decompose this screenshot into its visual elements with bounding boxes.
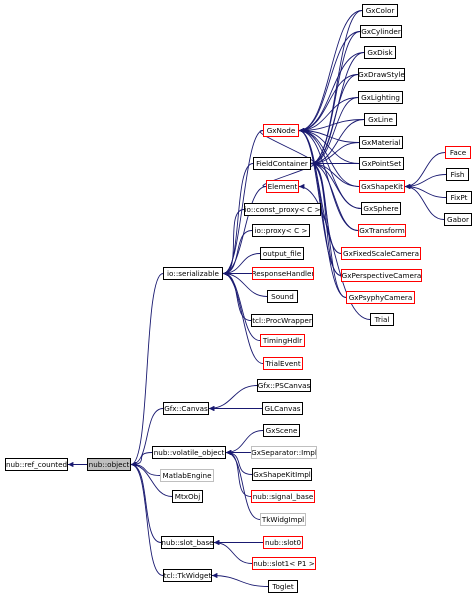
edge-tkwidgimpl-to-nub-volatile-object — [225, 449, 261, 520]
edge-gxcolor-to-gxnode — [298, 10, 363, 134]
edge-fish-to-gxshapekit — [404, 174, 447, 190]
class-node-gxnode[interactable]: GxNode — [263, 124, 299, 137]
class-node-io-serializable[interactable]: io::serializable — [163, 267, 223, 280]
edge-nub-slot-base-to-nub-object — [130, 461, 162, 543]
class-node-gxfixedscalecamera[interactable]: GxFixedScaleCamera — [341, 247, 421, 260]
edge-nub-slot1-to-nub-slot-base — [213, 539, 253, 564]
class-node-tkwidgimpl[interactable]: TkWidgImpl — [260, 513, 306, 526]
class-node-io-proxy[interactable]: io::proxy< C > — [252, 224, 310, 237]
edge-gxdrawstyle-to-fieldcontainer — [310, 74, 359, 167]
edge-gxshapekit-to-fieldcontainer — [310, 160, 360, 187]
edge-gxcylinder-to-fieldcontainer — [310, 31, 361, 167]
class-node-gxcolor[interactable]: GxColor — [362, 4, 398, 17]
class-node-fish[interactable]: Fish — [446, 168, 469, 181]
edge-nub-volatile-object-to-nub-object — [130, 452, 153, 468]
class-node-gxdisk[interactable]: GxDisk — [364, 46, 396, 59]
class-node-gxline[interactable]: GxLine — [364, 113, 397, 126]
class-node-output-file[interactable]: output_file — [260, 247, 304, 260]
edge-gxshapekitimpl-to-nub-volatile-object — [225, 449, 253, 475]
class-node-fieldcontainer[interactable]: FieldContainer — [253, 157, 311, 170]
edge-gxnode-to-io-serializable — [222, 130, 264, 277]
edge-gxtransform-to-fieldcontainer — [310, 160, 359, 231]
edge-gxcylinder-to-gxnode — [298, 31, 361, 134]
class-node-gxperspectivecamera[interactable]: GxPerspectiveCamera — [341, 269, 422, 282]
edge-gxsphere-to-fieldcontainer — [310, 160, 362, 209]
class-node-timinghdlr[interactable]: TimingHdlr — [260, 334, 305, 347]
edge-fixpt-to-gxshapekit — [404, 183, 447, 198]
edge-gxperspectivecamera-to-fieldcontainer — [310, 160, 342, 276]
edge-face-to-gxshapekit — [404, 152, 446, 190]
edge-io-serializable-to-nub-object — [130, 273, 164, 468]
class-node-nub-slot-base[interactable]: nub::slot_base — [161, 536, 214, 549]
edge-gxline-to-gxnode — [298, 119, 365, 134]
edge-fieldcontainer-to-io-serializable — [222, 163, 254, 277]
class-node-trial[interactable]: Trial — [370, 313, 394, 326]
edge-gfx-pscanvas-to-gfx-canvas — [208, 385, 258, 412]
edge-matlab-engine-to-nub-object — [130, 461, 161, 476]
class-node-gxlighting[interactable]: GxLighting — [358, 91, 403, 104]
edge-timinghdlr-to-io-serializable — [222, 270, 261, 341]
class-node-tcl-procwrapper[interactable]: tcl::ProcWrapper — [251, 314, 313, 327]
class-node-gxmaterial[interactable]: GxMaterial — [359, 136, 403, 149]
class-node-gxpsyphycamera[interactable]: GxPsyphyCamera — [346, 291, 415, 304]
class-node-glcanvas[interactable]: GLCanvas — [262, 402, 303, 415]
class-node-nub-ref-counted[interactable]: nub::ref_counted — [5, 458, 68, 471]
class-node-mtxobj[interactable]: MtxObj — [172, 490, 203, 503]
class-node-toglet[interactable]: Toglet — [268, 580, 298, 593]
edge-gxdisk-to-fieldcontainer — [310, 52, 365, 167]
edge-gabor-to-gxshapekit — [404, 183, 445, 220]
class-node-gxsphere[interactable]: GxSphere — [361, 202, 401, 215]
class-node-matlab-engine[interactable]: MatlabEngine — [160, 469, 214, 482]
edge-gxmaterial-to-gxnode — [298, 127, 360, 143]
class-node-trialevent[interactable]: TrialEvent — [263, 357, 303, 370]
class-node-gfx-pscanvas[interactable]: Gfx::PSCanvas — [257, 379, 311, 392]
edge-gxline-to-fieldcontainer — [310, 119, 365, 167]
class-node-nub-signal-base[interactable]: nub::signal_base — [251, 490, 315, 503]
edge-gxcolor-to-fieldcontainer — [310, 10, 363, 167]
class-node-gxshapekit[interactable]: GxShapeKit — [359, 180, 405, 193]
class-node-nub-slot0[interactable]: nub::slot0 — [263, 536, 303, 549]
class-node-io-const-proxy[interactable]: io::const_proxy< C > — [244, 203, 321, 216]
class-node-gxseparator-impl[interactable]: GxSeparator::Impl — [251, 446, 317, 459]
class-node-gabor[interactable]: Gabor — [444, 213, 472, 226]
class-node-gxscene[interactable]: GxScene — [263, 424, 300, 437]
class-node-nub-volatile-object[interactable]: nub::volatile_object — [152, 446, 226, 459]
edge-gxdisk-to-gxnode — [298, 52, 365, 134]
class-node-fixpt[interactable]: FixPt — [446, 191, 472, 204]
edge-tcl-tkwidget-to-nub-object — [130, 461, 164, 576]
class-node-tcl-tkwidget[interactable]: tcl::TkWidget — [163, 569, 212, 582]
class-node-face[interactable]: Face — [445, 146, 471, 159]
class-node-gxshapekitimpl[interactable]: GxShapeKitImpl — [252, 468, 312, 481]
class-node-responsehandler[interactable]: ResponseHandler — [252, 267, 314, 280]
class-node-gfx-canvas[interactable]: Gfx::Canvas — [163, 402, 209, 415]
class-node-nub-slot1[interactable]: nub::slot1< P1 > — [252, 557, 316, 570]
edge-toglet-to-tcl-tkwidget — [211, 572, 269, 587]
class-node-gxtransform[interactable]: GxTransform — [358, 224, 406, 237]
class-node-nub-object[interactable]: nub::object — [87, 458, 131, 471]
class-node-sound[interactable]: Sound — [267, 290, 298, 303]
edge-io-proxy-to-io-serializable — [222, 230, 253, 277]
edge-gxdrawstyle-to-gxnode — [298, 74, 359, 134]
edge-gxlighting-to-gxnode — [298, 97, 359, 134]
edge-gxlighting-to-fieldcontainer — [310, 97, 359, 167]
class-node-element[interactable]: Element — [266, 180, 299, 193]
class-node-gxdrawstyle[interactable]: GxDrawStyle — [358, 68, 405, 81]
edge-gxmaterial-to-fieldcontainer — [310, 142, 360, 167]
class-node-gxcylinder[interactable]: GxCylinder — [360, 25, 402, 38]
edge-nub-signal-base-to-nub-volatile-object — [225, 449, 252, 497]
edge-tcl-procwrapper-to-io-serializable — [222, 270, 252, 321]
edge-io-const-proxy-to-io-serializable — [222, 209, 245, 277]
class-node-gxpointset[interactable]: GxPointSet — [359, 157, 404, 170]
